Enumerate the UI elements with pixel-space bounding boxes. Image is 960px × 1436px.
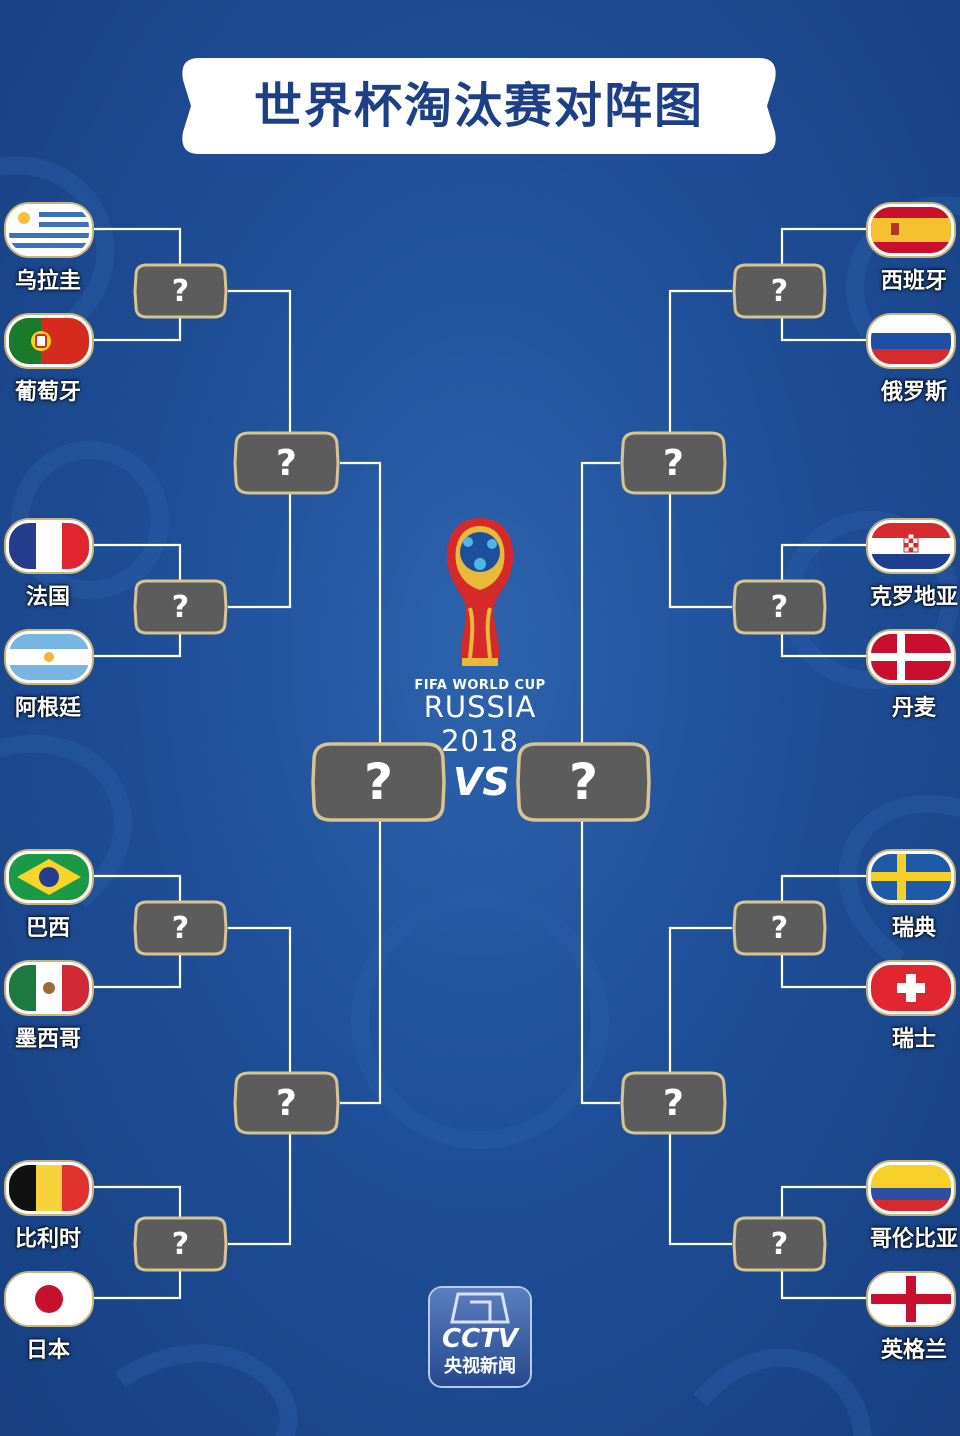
question-mark: ? [770,1226,789,1262]
team-name-right-5: 瑞典 [891,916,936,941]
right-r16-slot-1[interactable]: ? [732,263,827,319]
left-final-slot[interactable]: ? [311,742,446,822]
cctv-news-logo: CCTV 央视新闻 [430,1288,530,1386]
team-name-right-4: 丹麦 [891,696,936,721]
cctv-building-icon [450,1292,510,1324]
question-mark: ? [663,1082,684,1124]
team-name-left-6: 墨西哥 [14,1027,81,1052]
title-banner: 世界杯淘汰赛对阵图 [175,58,783,154]
title-banner-shape [182,58,776,154]
question-mark: ? [770,273,789,309]
flag-england-icon [868,1273,954,1325]
question-mark: ? [363,753,393,811]
team-name-right-6: 瑞士 [891,1027,936,1052]
left-r16-slot-1[interactable]: ? [133,263,228,319]
flag-argentina-icon [6,631,92,683]
right-qf-slot-1[interactable]: ? [620,431,727,495]
flag-russia-icon [868,315,954,367]
team-name-right-2: 俄罗斯 [880,380,947,405]
flag-spain-icon [868,204,954,256]
flag-sweden-icon [868,851,954,903]
team-name-right-7: 哥伦比亚 [869,1227,958,1252]
team-name-left-7: 比利时 [14,1227,81,1252]
flag-colombia-icon [868,1162,954,1214]
right-qf-slot-2[interactable]: ? [620,1071,727,1135]
flag-croatia-icon [868,520,954,572]
question-mark: ? [171,1226,190,1262]
team-name-right-3: 克罗地亚 [869,585,958,610]
question-mark: ? [770,910,789,946]
flag-belgium-icon [6,1162,92,1214]
right-final-slot[interactable]: ? [516,742,651,822]
vs-label: VS [453,760,510,804]
logo-line-1: FIFA WORLD CUP [414,678,546,693]
flag-france-icon [6,520,92,572]
logo-line-2: RUSSIA 2018 [423,690,537,758]
flag-japan-icon [6,1273,92,1325]
left-r16-slot-3[interactable]: ? [133,900,228,956]
right-r16-slot-4[interactable]: ? [732,1216,827,1272]
left-qf-slot-1[interactable]: ? [233,431,340,495]
cctv-wordmark: CCTV [441,1324,519,1354]
right-r16-slot-3[interactable]: ? [732,900,827,956]
flag-switzerland-icon [868,962,954,1014]
team-name-left-8: 日本 [25,1338,70,1363]
cctv-subtitle: 央视新闻 [444,1356,516,1377]
question-mark: ? [171,910,190,946]
question-mark: ? [568,753,598,811]
left-r16-slot-4[interactable]: ? [133,1216,228,1272]
team-name-left-1: 乌拉圭 [14,269,81,294]
right-r16-slot-2[interactable]: ? [732,579,827,635]
team-name-left-4: 阿根廷 [14,696,81,721]
flag-brazil-icon [6,851,92,903]
team-name-left-3: 法国 [25,585,70,610]
flag-uruguay-icon [6,204,92,256]
team-name-left-5: 巴西 [25,916,70,941]
flag-mexico-icon [6,962,92,1014]
left-qf-slot-2[interactable]: ? [233,1071,340,1135]
question-mark: ? [663,442,684,484]
world-cup-trophy-logo [446,518,514,666]
left-r16-slot-2[interactable]: ? [133,579,228,635]
team-name-right-8: 英格兰 [880,1338,947,1363]
flag-portugal-icon [6,315,92,367]
question-mark: ? [171,589,190,625]
flag-denmark-icon [868,631,954,683]
question-mark: ? [276,442,297,484]
team-name-right-1: 西班牙 [880,269,947,294]
question-mark: ? [171,273,190,309]
page-title: 世界杯淘汰赛对阵图 [253,78,704,134]
question-mark: ? [276,1082,297,1124]
team-name-left-2: 葡萄牙 [14,380,81,405]
question-mark: ? [770,589,789,625]
